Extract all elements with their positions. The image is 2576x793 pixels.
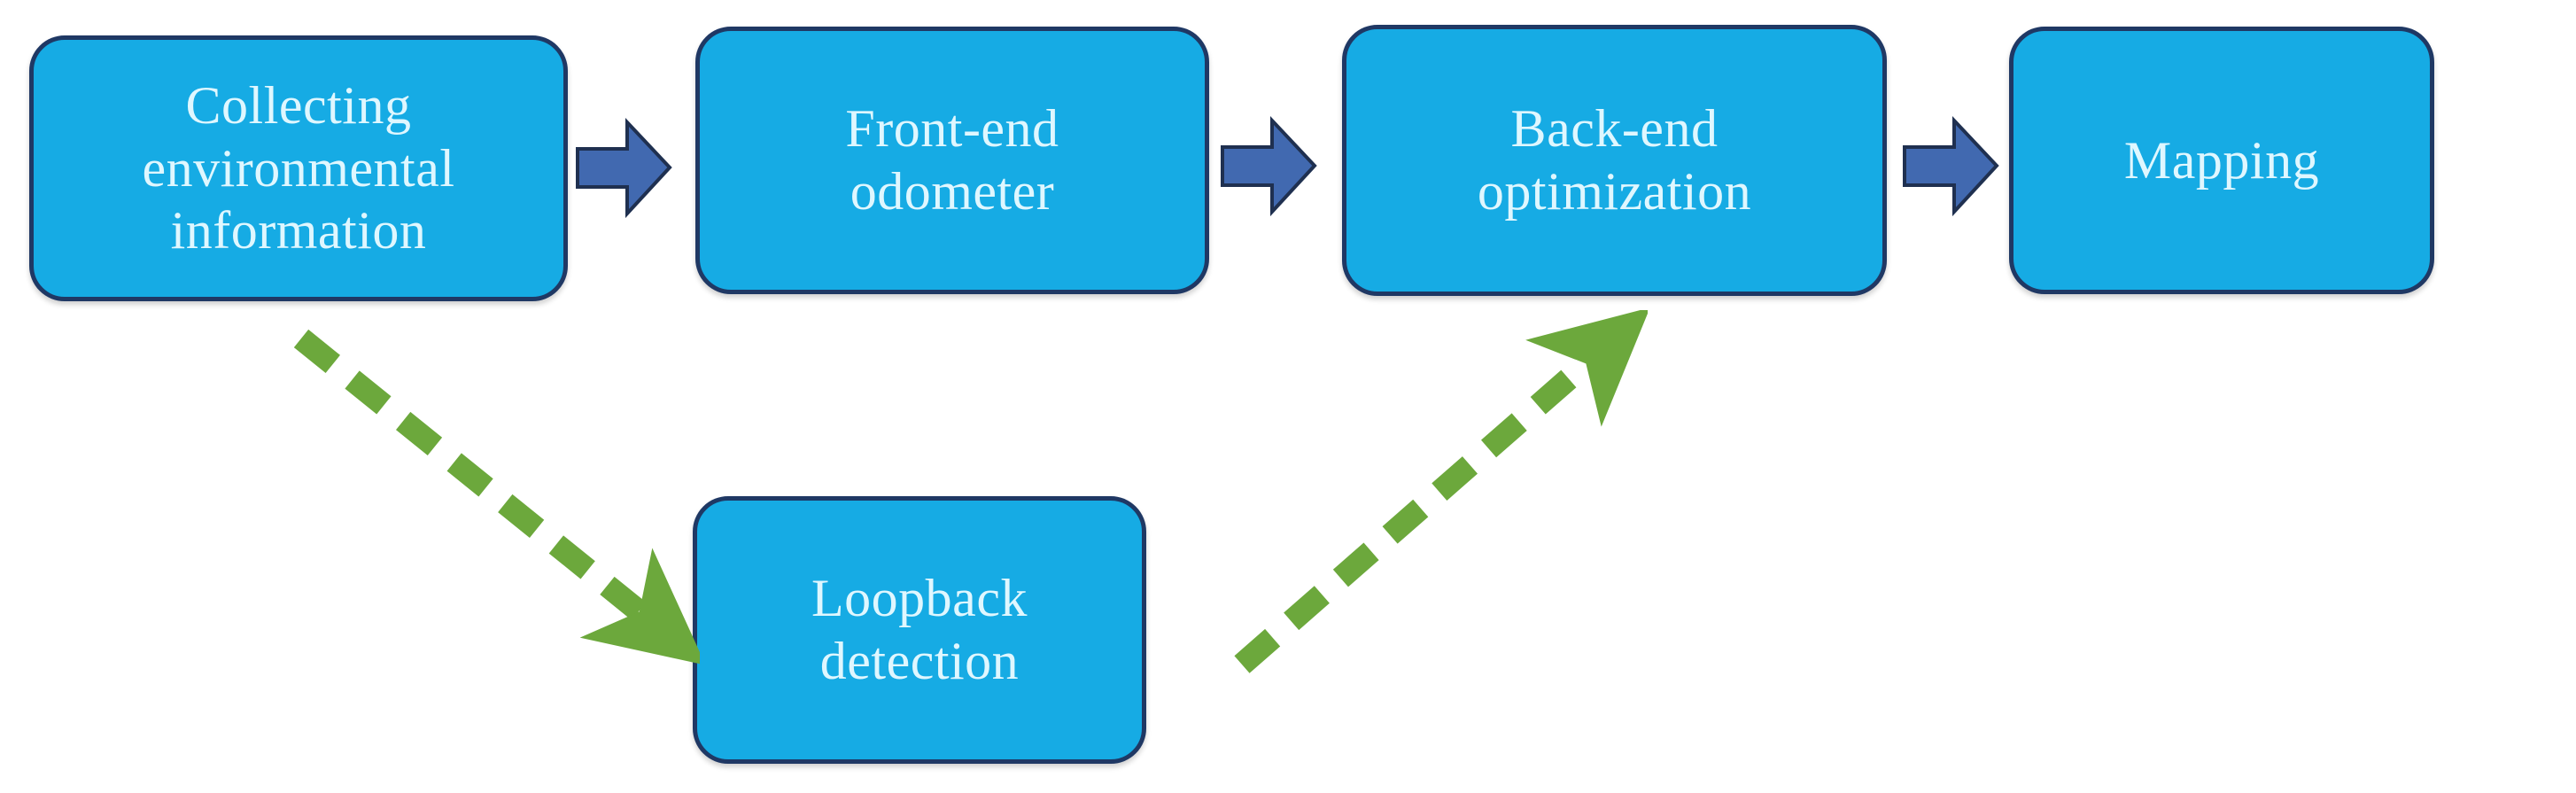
node-label: Mapping [2123,130,2320,190]
dashed-arrow-icon-loopback-to-backend [1222,310,1648,682]
node-label: Back-end optimization [1477,99,1752,221]
node-label: Loopback detection [811,569,1028,690]
arrow-right-icon-backend-to-mapping [1903,115,2000,217]
arrow-right-icon-frontend-to-backend [1221,115,1318,217]
node-collecting-environmental-information[interactable]: Collecting environmental information [29,35,568,301]
node-mapping[interactable]: Mapping [2009,27,2434,294]
arrow-right-icon-collecting-to-frontend [576,117,673,219]
node-back-end-optimization[interactable]: Back-end optimization [1342,25,1887,296]
dashed-arrow-icon-collecting-to-loopback [283,319,700,673]
node-front-end-odometer[interactable]: Front-end odometer [695,27,1209,294]
node-loopback-detection[interactable]: Loopback detection [693,496,1146,764]
node-label: Front-end odometer [845,99,1059,221]
node-label: Collecting environmental information [142,75,455,260]
